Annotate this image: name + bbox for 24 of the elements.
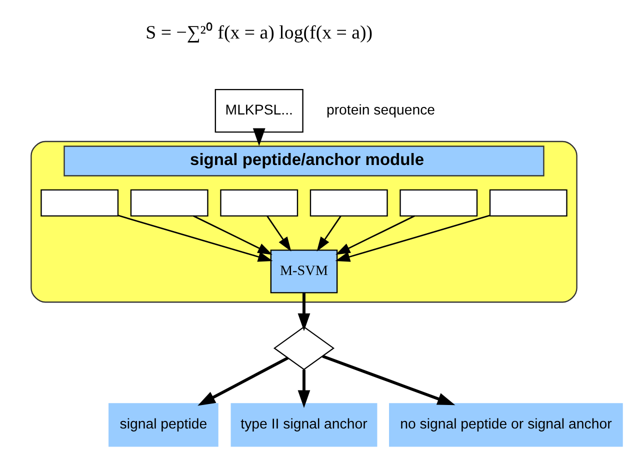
- node-box: M-SVM: [270, 250, 338, 294]
- arrow: [297, 370, 310, 408]
- arrow: [252, 128, 265, 146]
- arrow: [197, 356, 288, 406]
- arrow: [266, 216, 291, 252]
- node-box: [130, 189, 208, 216]
- node-label: protein sequence: [326, 102, 435, 118]
- node-box: [488, 189, 567, 216]
- node-box: type II signal anchor: [230, 403, 377, 447]
- arrow: [334, 214, 490, 262]
- label: S = −∑²⁰ f(x = a) log(f(x = a)): [145, 22, 372, 44]
- arrow: [316, 216, 341, 252]
- arrow: [335, 215, 414, 255]
- arrow: [297, 292, 310, 332]
- arrow: [117, 214, 272, 262]
- node-box: [220, 189, 298, 216]
- node-box: [309, 189, 388, 216]
- node-box: signal peptide: [108, 403, 218, 447]
- arrow: [192, 215, 272, 255]
- node-box: [40, 189, 118, 216]
- node-box: no signal peptide or signal anchor: [388, 403, 622, 447]
- node-diamond: [272, 326, 334, 370]
- arrow: [322, 354, 455, 406]
- node-box: [399, 189, 478, 216]
